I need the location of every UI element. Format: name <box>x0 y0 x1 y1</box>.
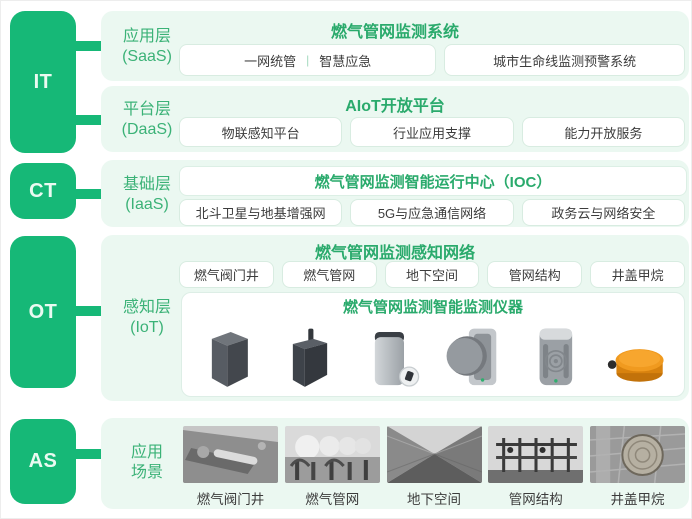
node-5g-emergency-network: 5G与应急通信网络 <box>350 199 514 226</box>
layer-label-daas: 平台层 (DaaS) <box>105 100 189 140</box>
scene-label: 管网结构 <box>508 492 563 507</box>
scene-valve-well: 燃气阀门井 <box>183 426 278 508</box>
node-label: 井盖甲烷 <box>611 268 664 283</box>
node-label: 燃气管网 <box>303 268 356 283</box>
node-label: 5G与应急通信网络 <box>377 206 487 221</box>
node-gas-pipeline-network: 燃气管网 <box>281 261 377 288</box>
scene-underground-space: 地下空间 <box>386 426 482 508</box>
scenes-row: 燃气阀门井 <box>183 426 685 508</box>
panel-saas: 应用层 (SaaS) 燃气管网监测系统 一网统管 | 智慧应急 城市生命线监测预… <box>101 11 689 81</box>
manhole-methane-photo <box>590 426 685 483</box>
node-ioc-center: 燃气管网监测智能运行中心（IOC） <box>179 166 687 196</box>
node-label: 能力开放服务 <box>564 125 643 141</box>
layer-name: 平台层 <box>122 101 171 118</box>
node-label: 物联感知平台 <box>221 125 300 141</box>
scene-label: 地下空间 <box>407 492 461 507</box>
rail-block-ot: OT <box>10 236 76 388</box>
node-label: 管网结构 <box>508 268 561 283</box>
scene-label: 燃气阀门井 <box>196 492 265 507</box>
node-beidou-ground-augmentation: 北斗卫星与地基增强网 <box>179 199 343 226</box>
rail-label-ot: OT <box>28 300 58 323</box>
cylinder-device-icon <box>374 332 420 387</box>
panel-scenes: 应用 场景 燃气阀门井 <box>101 418 689 509</box>
node-label: 政务云与网络安全 <box>551 206 656 221</box>
node-iot-sensing-platform: 物联感知平台 <box>179 117 343 147</box>
valve-well-photo <box>183 426 278 483</box>
layer-label-saas: 应用层 (SaaS) <box>105 27 189 67</box>
antenna-box-device-icon <box>293 328 328 387</box>
layer-label-iot: 感知层 (IoT) <box>105 298 189 338</box>
rail-connector-it-daas <box>72 115 103 125</box>
gas-network-photo <box>284 426 380 483</box>
rail-label-it: IT <box>33 70 53 93</box>
rail-block-as: AS <box>10 419 76 504</box>
node-manhole-methane: 井盖甲烷 <box>590 261 685 288</box>
node-gov-cloud-network-security: 政务云与网络安全 <box>521 199 685 226</box>
panel-title-saas: 燃气管网监测系统 <box>330 24 459 41</box>
tall-box-device-icon <box>211 332 248 387</box>
underground-space-photo <box>386 426 482 483</box>
rail-connector-as-scenes <box>72 449 103 459</box>
layer-name-line1: 应用 <box>130 444 163 461</box>
pipe-structure-photo <box>488 426 584 483</box>
panel-device-icon <box>540 328 573 386</box>
layer-sub: (IaaS) <box>125 196 169 213</box>
layer-sub: (SaaS) <box>122 48 172 65</box>
node-gas-valve-well: 燃气阀门井 <box>179 261 274 288</box>
device-box-title: 燃气管网监测智能监测仪器 <box>342 299 523 316</box>
rail-block-ct: CT <box>10 163 76 219</box>
node-city-lifeline-warning-system: 城市生命线监测预警系统 <box>444 44 685 76</box>
scene-gas-network: 燃气管网 <box>284 426 380 508</box>
scene-pipe-structure: 管网结构 <box>488 426 584 508</box>
scene-manhole-methane: 井盖甲烷 <box>590 426 685 508</box>
panel-daas: 平台层 (DaaS) AIoT开放平台 物联感知平台 行业应用支撑 能力开放服务 <box>101 86 689 152</box>
devices-row <box>188 318 678 392</box>
node-industry-application-support: 行业应用支撑 <box>350 117 514 147</box>
layer-name: 基础层 <box>122 176 171 193</box>
label-divider: | <box>306 53 310 67</box>
layer-label-iaas: 基础层 (IaaS) <box>105 175 189 215</box>
round-face-device-icon <box>446 328 497 386</box>
panel-title-iot: 燃气管网监测感知网络 <box>314 245 475 262</box>
daas-button-row: 物联感知平台 行业应用支撑 能力开放服务 <box>179 117 685 147</box>
rail-label-as: AS <box>28 450 58 472</box>
node-underground-space: 地下空间 <box>384 261 480 288</box>
rail-label-ct: CT <box>29 179 57 202</box>
panel-iaas: 基础层 (IaaS) 燃气管网监测智能运行中心（IOC） 北斗卫星与地基增强网 … <box>101 160 689 227</box>
node-label: 城市生命线监测预警系统 <box>493 53 637 69</box>
node-capability-open-service: 能力开放服务 <box>521 117 685 147</box>
layer-name: 应用层 <box>122 28 171 45</box>
node-label: 北斗卫星与地基增强网 <box>195 206 326 221</box>
node-pipe-network-structure: 管网结构 <box>487 261 583 288</box>
saas-button-row: 一网统管 | 智慧应急 城市生命线监测预警系统 <box>179 44 685 76</box>
orange-puck-device-icon <box>607 349 664 382</box>
layer-sub: (IoT) <box>130 319 164 336</box>
rail-connector-ot-iot <box>72 306 103 316</box>
rail-block-it: IT <box>10 11 76 153</box>
rail-connector-it-saas <box>72 41 103 51</box>
node-label: 燃气阀门井 <box>193 268 259 283</box>
layer-name: 感知层 <box>122 299 171 316</box>
rail-connector-ct-iaas <box>72 189 103 199</box>
iot-button-row: 燃气阀门井 燃气管网 地下空间 管网结构 井盖甲烷 <box>179 261 685 288</box>
layer-name-line2: 场景 <box>130 464 163 481</box>
node-one-network-smart-emergency: 一网统管 | 智慧应急 <box>179 44 437 76</box>
device-box: 燃气管网监测智能监测仪器 <box>181 292 685 397</box>
node-label: 一网统管 <box>244 53 297 69</box>
panel-title-daas: AIoT开放平台 <box>345 98 445 115</box>
scene-label: 井盖甲烷 <box>610 492 665 507</box>
layer-label-scenes: 应用 场景 <box>105 443 189 483</box>
scene-label: 燃气管网 <box>305 492 360 507</box>
panel-iot: 感知层 (IoT) 燃气管网监测感知网络 燃气阀门井 燃气管网 地下空间 管网结… <box>101 235 689 401</box>
node-label: 智慧应急 <box>319 53 372 69</box>
node-label: 地下空间 <box>405 268 458 283</box>
layer-sub: (DaaS) <box>121 121 173 138</box>
ioc-title: 燃气管网监测智能运行中心（IOC） <box>314 173 552 191</box>
iaas-button-row: 北斗卫星与地基增强网 5G与应急通信网络 政务云与网络安全 <box>179 199 685 226</box>
node-label: 行业应用支撑 <box>392 125 471 141</box>
